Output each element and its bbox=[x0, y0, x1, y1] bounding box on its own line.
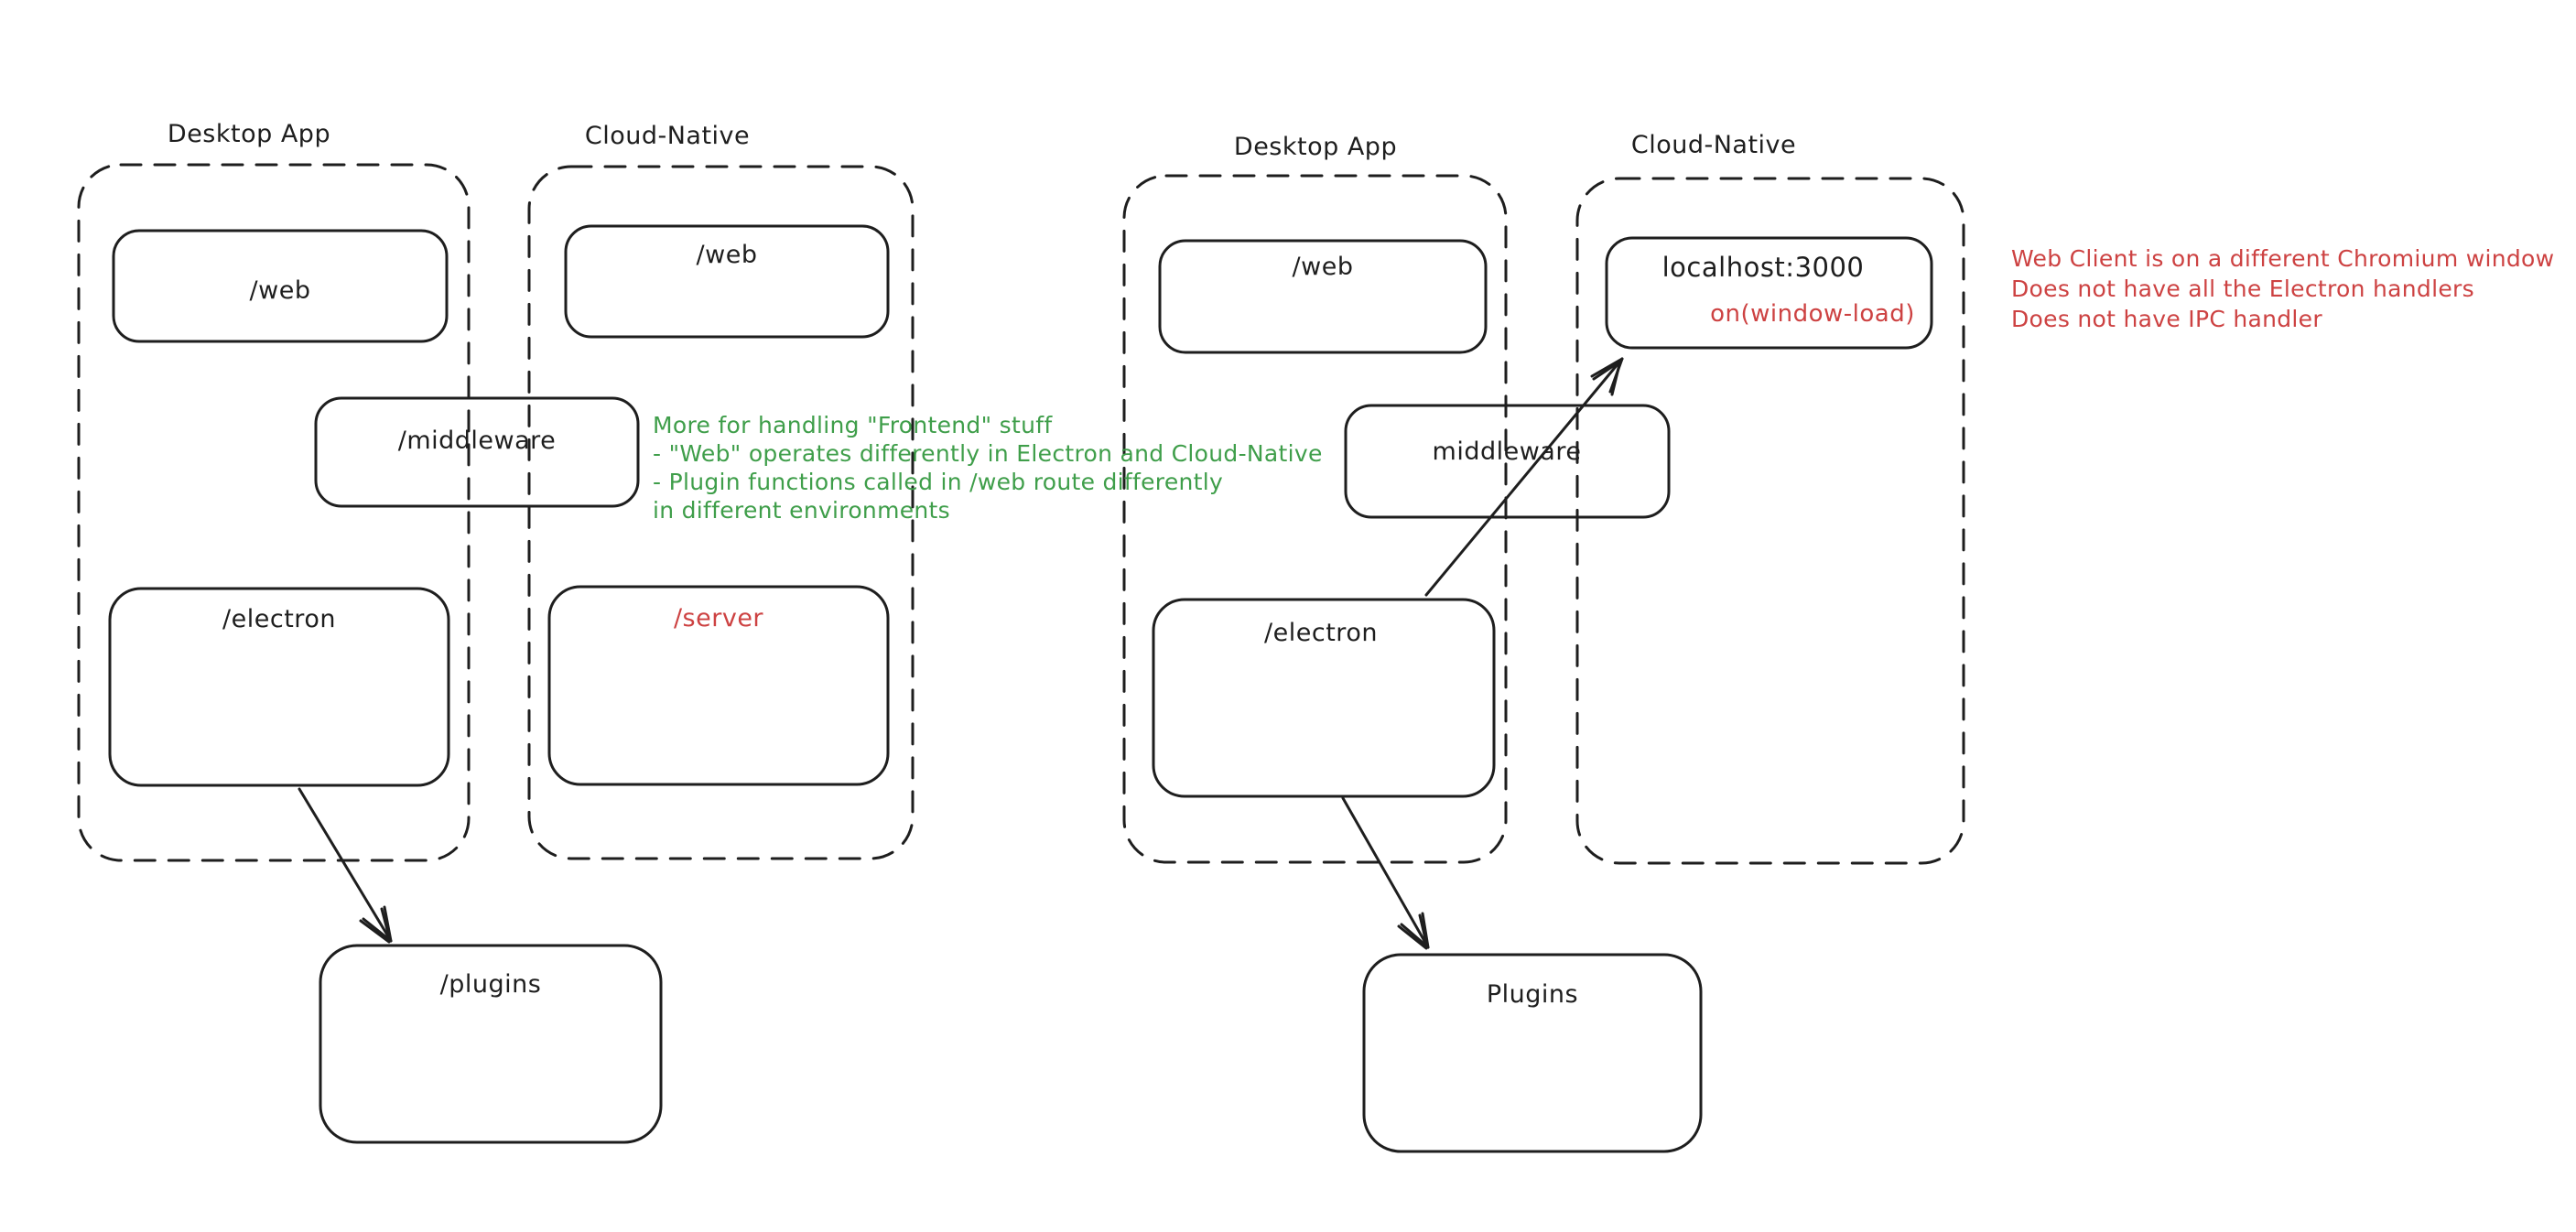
title-left-desktop-app: Desktop App bbox=[167, 120, 331, 148]
label-electron-left: /electron bbox=[222, 605, 336, 633]
box-localhost bbox=[1605, 236, 1933, 350]
note-green-middleware: More for handling "Frontend" stuff - "We… bbox=[653, 411, 1323, 524]
label-web-left-cloud: /web bbox=[696, 241, 758, 269]
note-red-line-1: Web Client is on a different Chromium wi… bbox=[2011, 245, 2555, 272]
label-server: /server bbox=[673, 604, 764, 632]
container-left-desktop bbox=[77, 163, 471, 862]
arrow-electron-to-localhost bbox=[1424, 357, 1624, 597]
box-web-right bbox=[1158, 239, 1488, 354]
box-middleware-left bbox=[314, 396, 640, 508]
label-web-right: /web bbox=[1292, 253, 1354, 281]
label-localhost-3000: localhost:3000 bbox=[1661, 252, 1865, 283]
box-plugins-right bbox=[1362, 953, 1703, 1153]
label-on-window-load: on(window-load) bbox=[1710, 300, 1915, 328]
label-electron-right: /electron bbox=[1264, 619, 1378, 647]
note-green-line-1: More for handling "Frontend" stuff bbox=[653, 412, 1053, 438]
box-server bbox=[547, 585, 890, 786]
label-middleware-left: /middleware bbox=[397, 427, 557, 455]
note-red-web-client: Web Client is on a different Chromium wi… bbox=[2011, 243, 2554, 334]
note-red-line-2: Does not have all the Electron handlers bbox=[2011, 276, 2474, 302]
box-plugins-left bbox=[319, 944, 663, 1144]
box-web-left-cloud bbox=[564, 224, 890, 339]
arrow-electron-to-plugins-left bbox=[298, 787, 393, 944]
box-middleware-right bbox=[1344, 404, 1671, 519]
container-left-cloud bbox=[527, 165, 915, 860]
label-web-left-desktop: /web bbox=[249, 276, 311, 305]
label-middleware-right: middleware bbox=[1432, 438, 1582, 466]
arrow-electron-to-plugins-right bbox=[1341, 796, 1430, 950]
title-left-cloud-native: Cloud-Native bbox=[584, 122, 751, 150]
note-green-line-2: - "Web" operates differently in Electron… bbox=[653, 440, 1323, 467]
box-web-left-desktop bbox=[112, 229, 449, 343]
label-plugins-left: /plugins bbox=[439, 970, 542, 999]
container-right-desktop bbox=[1122, 174, 1508, 864]
note-green-line-4: in different environments bbox=[653, 497, 950, 524]
label-plugins-right: Plugins bbox=[1486, 980, 1579, 1009]
title-right-desktop-app: Desktop App bbox=[1233, 133, 1398, 161]
box-electron-right bbox=[1152, 598, 1496, 798]
title-right-cloud-native: Cloud-Native bbox=[1630, 131, 1797, 159]
note-red-line-3: Does not have IPC handler bbox=[2011, 306, 2322, 332]
note-green-line-3: - Plugin functions called in /web route … bbox=[653, 469, 1224, 495]
box-electron-left bbox=[108, 587, 450, 787]
container-right-cloud bbox=[1575, 177, 1965, 865]
